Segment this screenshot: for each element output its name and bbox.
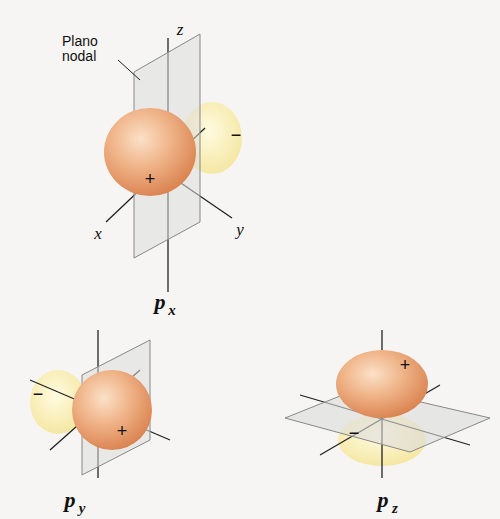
pz-orbital [285, 330, 490, 478]
phase-sign: − [349, 424, 360, 444]
positive-lobe [72, 370, 152, 450]
axis-label: x [94, 225, 102, 244]
orbital-subscript: x [168, 302, 176, 319]
leader-line [118, 60, 140, 80]
plane-label: Plano nodal [62, 34, 122, 65]
positive-lobe [336, 350, 428, 418]
py-orbital [30, 330, 170, 478]
phase-sign: − [231, 126, 242, 146]
phase-sign: + [117, 422, 128, 442]
orbital-name: p [378, 488, 389, 512]
px-orbital [104, 34, 242, 292]
orbital-subscript: y [79, 500, 86, 517]
orbital-subscript: z [392, 500, 398, 517]
positive-lobe [104, 108, 196, 196]
axis-label: y [236, 221, 244, 240]
orbital-name: p [65, 488, 76, 512]
phase-sign: + [400, 356, 411, 376]
phase-sign: − [33, 385, 44, 405]
orbital-name: p [155, 290, 166, 314]
axis-label: z [177, 21, 184, 40]
phase-sign: + [145, 170, 156, 190]
